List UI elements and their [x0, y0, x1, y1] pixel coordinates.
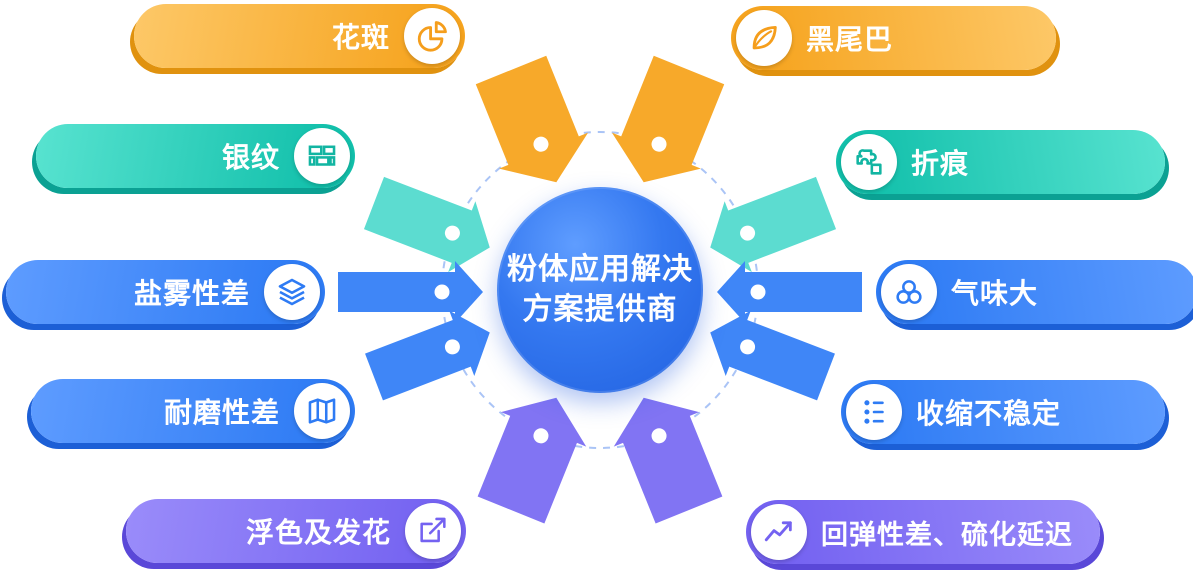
pill-label: 花斑 — [331, 22, 390, 53]
item-pill-odor: 气味大 — [876, 260, 1193, 324]
trend-line-icon — [751, 504, 807, 560]
edit-arrow-icon — [405, 503, 461, 559]
arrow-top-left — [475, 55, 589, 183]
arrow-lower-left — [365, 310, 490, 401]
pill-label: 收缩不稳定 — [916, 398, 1062, 429]
bricks-icon — [294, 128, 350, 184]
puzzle-icon — [841, 134, 897, 190]
pill-label: 气味大 — [951, 278, 1039, 309]
item-pill-crease: 折痕 — [836, 130, 1165, 194]
center-title-line2: 方案提供商 — [522, 293, 678, 326]
pie-chart-icon — [404, 8, 460, 64]
pill-label: 银纹 — [221, 142, 280, 173]
list-dots-icon — [846, 384, 902, 440]
center-circle: 粉体应用解决 方案提供商 — [497, 187, 703, 393]
layers-icon — [264, 264, 320, 320]
pill-label: 浮色及发花 — [245, 517, 391, 548]
item-pill-rebound-cure-delay: 回弹性差、硫化延迟 — [746, 500, 1100, 564]
arrow-bottom-right — [613, 397, 723, 524]
pill-label: 耐磨性差 — [163, 397, 280, 428]
arrow-top-right — [611, 55, 725, 183]
pill-label: 折痕 — [911, 148, 970, 179]
item-pill-salt-spray: 盐雾性差 — [6, 260, 325, 324]
arrow-mid-right — [717, 261, 862, 323]
item-pill-silver-streak: 银纹 — [36, 124, 355, 188]
arrow-bottom-left — [477, 397, 587, 524]
leaf-icon — [736, 10, 792, 66]
arrow-upper-right — [710, 176, 837, 273]
center-title: 粉体应用解决 方案提供商 — [507, 250, 693, 331]
bubbles-icon — [881, 264, 937, 320]
pill-label: 盐雾性差 — [133, 278, 250, 309]
pill-label: 回弹性差、硫化延迟 — [821, 519, 1073, 550]
item-pill-mottling: 花斑 — [134, 4, 465, 68]
map-icon — [294, 383, 350, 439]
item-pill-black-tail: 黑尾巴 — [731, 6, 1056, 70]
item-pill-shrink-unstable: 收缩不稳定 — [841, 380, 1165, 444]
arrow-lower-right — [710, 310, 835, 401]
pill-label: 黑尾巴 — [806, 24, 894, 55]
center-title-line1: 粉体应用解决 — [507, 252, 693, 286]
item-pill-float-bloom: 浮色及发花 — [126, 499, 466, 563]
arrow-mid-left — [338, 261, 483, 323]
item-pill-abrasion: 耐磨性差 — [31, 379, 355, 443]
arrow-upper-left — [363, 176, 490, 273]
